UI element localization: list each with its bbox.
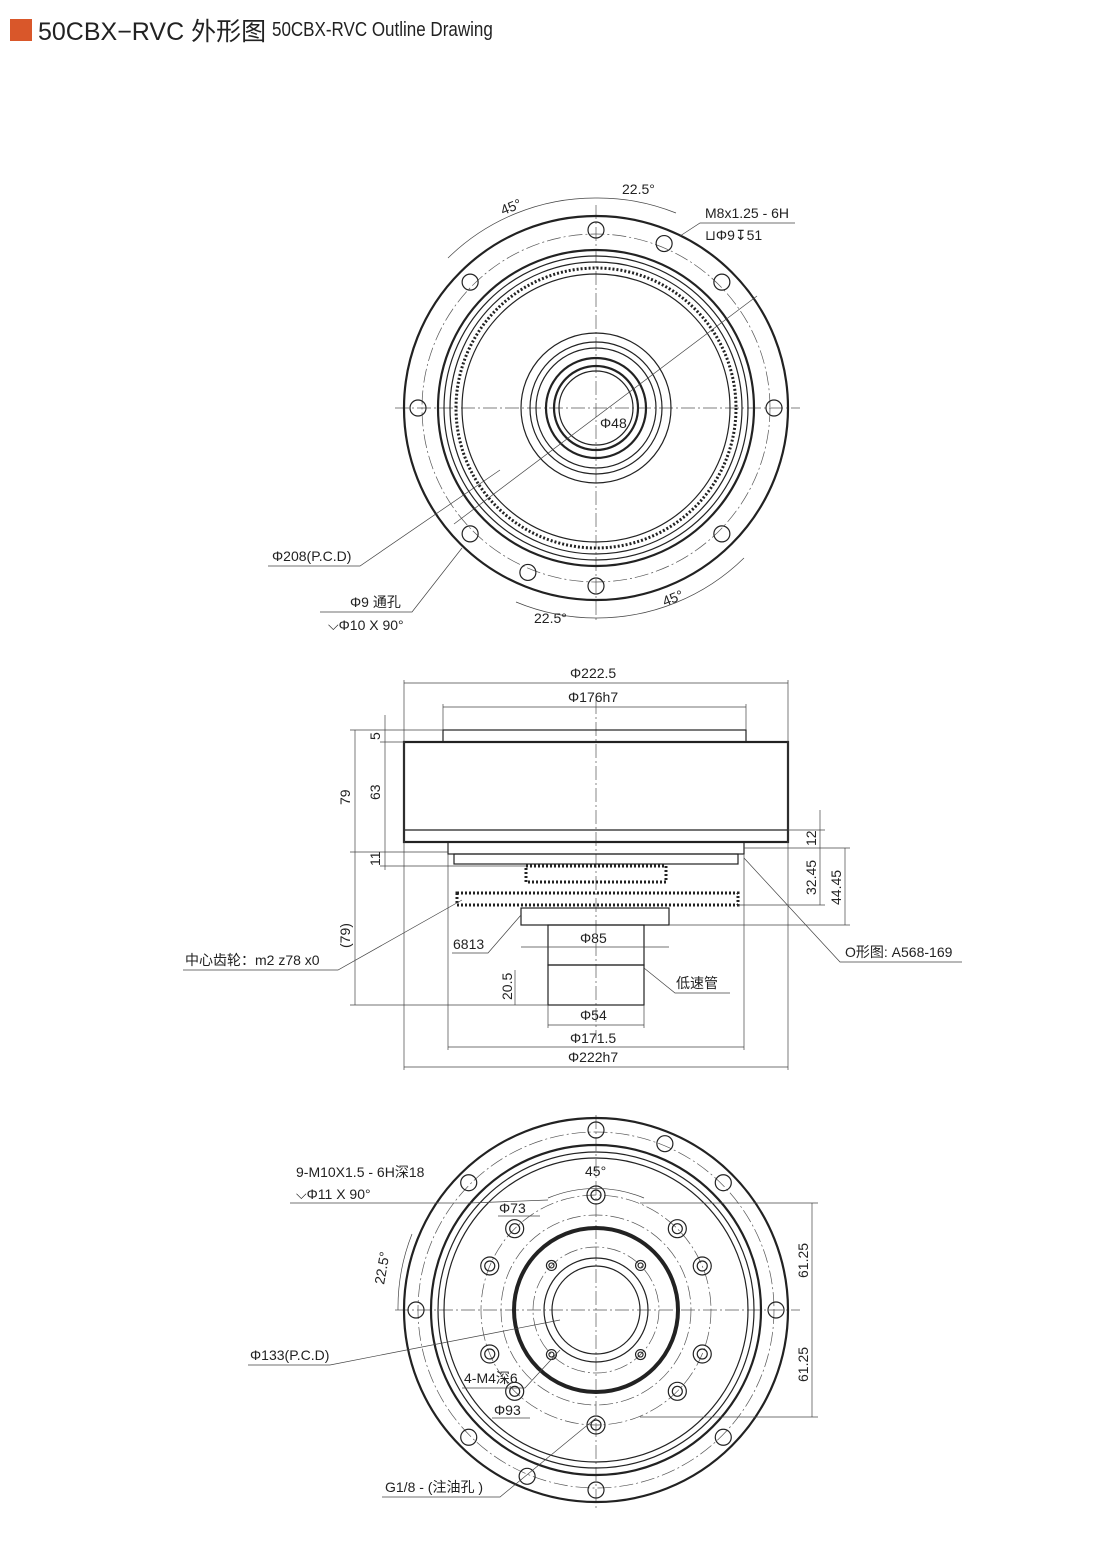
hole (509, 1223, 521, 1235)
hole (634, 1348, 647, 1361)
hole (518, 1467, 536, 1485)
hole (409, 399, 427, 417)
hole (671, 1223, 683, 1235)
hole (509, 1385, 521, 1397)
countersink-label: ⌵Φ11 X 90° (296, 1186, 371, 1202)
hole (587, 221, 605, 239)
low-speed-tube-label: 低速管 (676, 975, 718, 991)
hole (696, 1348, 708, 1360)
dim-61-25-bottom: 61.25 (795, 1347, 811, 1382)
dim-44-45: 44.45 (828, 870, 844, 905)
hole (480, 1256, 500, 1276)
hole (484, 1260, 496, 1272)
title-en: 50CBX-RVC Outline Drawing (272, 18, 493, 41)
angle-45-bottom: 45° (660, 587, 686, 610)
dim-11: 11 (367, 851, 383, 866)
hole (667, 1219, 687, 1239)
oring-label: O形图: A568-169 (845, 944, 953, 960)
hole (765, 399, 783, 417)
outer-diameter: Φ222.5 (570, 665, 616, 681)
hole (692, 1344, 712, 1364)
hole (505, 1381, 525, 1401)
thread-spec: 9-M10X1.5 - 6H深18 (296, 1164, 425, 1180)
dim-d73: Φ73 (499, 1200, 526, 1216)
hole (505, 1219, 525, 1239)
mounting-holes (409, 221, 783, 595)
angle-22-5: 22.5° (371, 1250, 392, 1285)
side-view: Φ222.5 Φ176h7 5 63 79 11 (79) 12 32.45 4… (183, 665, 962, 1070)
threaded-holes (407, 1121, 785, 1499)
hole (460, 1428, 478, 1446)
title-marker (10, 19, 32, 41)
dim-79-ref: (79) (337, 923, 353, 948)
hole (692, 1256, 712, 1276)
hole (587, 577, 605, 595)
hole (545, 1259, 558, 1272)
pcd-label: Φ133(P.C.D) (250, 1347, 329, 1363)
dim-d171-5: Φ171.5 (570, 1030, 616, 1046)
pilot-diameter: Φ176h7 (568, 689, 618, 705)
hole (696, 1260, 708, 1272)
hole (480, 1344, 500, 1364)
hole (587, 1121, 605, 1139)
dim-20-5: 20.5 (499, 973, 515, 1000)
thread-depth: ⊔Φ9↧51 (705, 227, 762, 243)
hole (714, 1428, 732, 1446)
center-gear-label: 中心齿轮：m2 z78 x0 (185, 952, 320, 968)
hole (587, 1481, 605, 1499)
angle-45: 45° (585, 1163, 606, 1179)
dim-5: 5 (367, 732, 383, 740)
bore-diameter: Φ48 (600, 415, 627, 431)
hole (590, 1189, 602, 1201)
bottom-view: 9-M10X1.5 - 6H深18 ⌵Φ11 X 90° 45° Φ73 22.… (248, 1115, 818, 1510)
hole (590, 1419, 602, 1431)
hole (655, 234, 673, 253)
dim-d85: Φ85 (580, 930, 607, 946)
thread-spec: M8x1.25 - 6H (705, 205, 789, 221)
hole (461, 525, 479, 543)
drawing-title: 50CBX−RVC 外形图 50CBX-RVC Outline Drawing (10, 12, 532, 48)
hole (637, 1351, 644, 1358)
center-gear (455, 891, 740, 907)
top-view: 45° 22.5° M8x1.25 - 6H ⊔Φ9↧51 Φ48 Φ208(P… (268, 181, 800, 633)
hole (460, 1174, 478, 1192)
hole (714, 1174, 732, 1192)
hole (667, 1381, 687, 1401)
hole (713, 273, 731, 291)
dim-63: 63 (367, 784, 383, 800)
hole (545, 1348, 558, 1361)
angle-45-top: 45° (498, 195, 524, 218)
countersink-label: ⌵Φ10 X 90° (328, 617, 404, 633)
hole (548, 1262, 555, 1269)
hole (637, 1262, 644, 1269)
hole (461, 273, 479, 291)
hole (519, 563, 537, 582)
hole (671, 1385, 683, 1397)
hole (484, 1348, 496, 1360)
hole (586, 1185, 606, 1205)
hole (656, 1135, 674, 1153)
dim-d222h7: Φ222h7 (568, 1049, 618, 1065)
m4-label: 4-M4深6 (464, 1370, 518, 1386)
angle-22-5-bottom: 22.5° (534, 610, 567, 626)
pcd-label: Φ208(P.C.D) (272, 548, 351, 564)
dim-61-25-top: 61.25 (795, 1243, 811, 1278)
hole (407, 1301, 425, 1319)
angle-22-5-top: 22.5° (622, 181, 655, 197)
through-hole-label: Φ9 通孔 (350, 594, 401, 610)
bearing-label: 6813 (453, 936, 484, 952)
ring-gear-teeth (454, 266, 738, 550)
dim-d54: Φ54 (580, 1007, 607, 1023)
hole (548, 1351, 555, 1358)
dim-12: 12 (803, 830, 819, 846)
hole (634, 1259, 647, 1272)
dim-79: 79 (337, 789, 353, 805)
dim-32-45: 32.45 (803, 860, 819, 895)
oil-port-label: G1/8 - (注油孔 ) (385, 1479, 483, 1495)
dim-d93: Φ93 (494, 1402, 521, 1418)
hole (713, 525, 731, 543)
title-cn: 50CBX−RVC 外形图 (38, 18, 267, 46)
hole (767, 1301, 785, 1319)
